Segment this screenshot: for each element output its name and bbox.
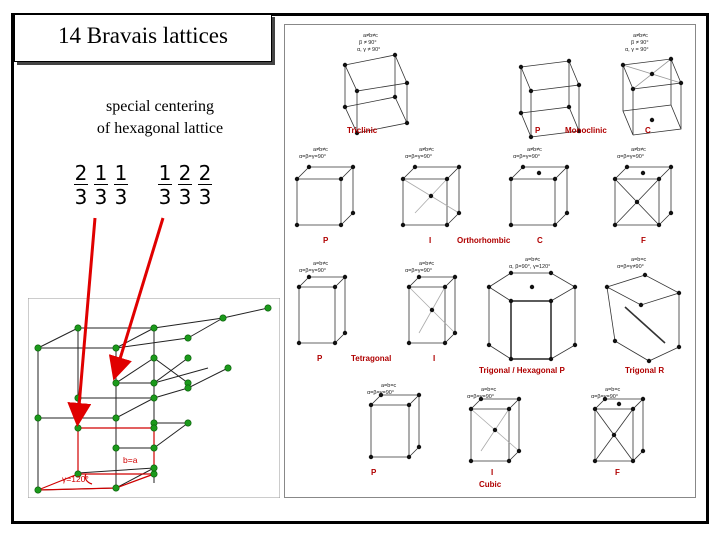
triclinic-cond-3: α, γ ≠ 90° xyxy=(357,47,380,53)
rhombo-cond-2: α=β=γ≠90° xyxy=(617,264,644,270)
label-tetragonal: Tetragonal xyxy=(351,354,391,363)
hex-cond-2: α, β=90°, γ=120° xyxy=(509,264,550,270)
numerator: 1 xyxy=(94,161,108,185)
label-cubic: Cubic xyxy=(479,480,502,489)
label-triclinic: Triclinic xyxy=(347,126,378,135)
cubic-p-cond-1: a=b=c xyxy=(381,383,397,389)
label-mono-c: C xyxy=(645,126,651,135)
bravais-lattice-chart: a≠b≠c β ≠ 90° α, γ ≠ 90° a≠b≠c β ≠ 90° α… xyxy=(284,24,696,498)
label-ortho-f: F xyxy=(641,236,646,245)
triclinic-cond-2: β ≠ 90° xyxy=(359,40,377,46)
cubic-i-cond-1: a=b=c xyxy=(481,387,497,393)
label-cubic-i: I xyxy=(491,468,493,477)
label-ortho-p: P xyxy=(323,236,329,245)
triclinic-cond-1: a≠b≠c xyxy=(363,33,378,39)
label-orthorhombic: Orthorhombic xyxy=(457,236,511,245)
label-trig-r: Trigonal R xyxy=(625,366,664,375)
ortho-f-cond-2: α=β=γ=90° xyxy=(617,154,644,160)
cubic-f-cond-2: α=β=γ=90° xyxy=(591,394,618,400)
denominator: 3 xyxy=(178,185,192,209)
numerator: 2 xyxy=(74,161,88,185)
denominator: 3 xyxy=(198,185,212,209)
label-tetra-i: I xyxy=(433,354,435,363)
ortho-i-cond-2: α=β=γ=90° xyxy=(405,154,432,160)
hex-cond-1: a=b≠c xyxy=(525,257,540,263)
title-box: 14 Bravais lattices xyxy=(14,14,272,62)
label-cubic-p: P xyxy=(371,468,377,477)
ortho-p-cond-1: a≠b≠c xyxy=(313,147,328,153)
numerator: 2 xyxy=(178,161,192,185)
denominator: 3 xyxy=(158,185,172,209)
cubic-i-cond-2: α=β=γ=90° xyxy=(467,394,494,400)
label-ortho-c: C xyxy=(537,236,543,245)
denominator: 3 xyxy=(74,185,88,209)
denominator: 3 xyxy=(94,185,108,209)
slide-title: 14 Bravais lattices xyxy=(58,23,228,48)
label-monoclinic: Monoclinic xyxy=(565,126,607,135)
label-trig-hex: Trigonal / Hexagonal P xyxy=(479,366,565,375)
tetra-i-cond-1: a=b≠c xyxy=(419,261,434,267)
caption-line-2: of hexagonal lattice xyxy=(96,120,224,137)
caption: special centering of hexagonal lattice xyxy=(60,96,260,140)
label-ortho-i: I xyxy=(429,236,431,245)
tetra-p-cond-1: a=b≠c xyxy=(313,261,328,267)
hexagonal-lattice-figure: b=a γ=120° xyxy=(28,298,280,498)
gamma-label: γ=120° xyxy=(62,474,89,484)
ortho-p-cond-2: α=β=γ=90° xyxy=(299,154,326,160)
label-tetra-p: P xyxy=(317,354,323,363)
ortho-i-cond-1: a≠b≠c xyxy=(419,147,434,153)
ortho-c-cond-1: a≠b≠c xyxy=(527,147,542,153)
rhombo-cond-1: a=b=c xyxy=(631,257,647,263)
denominator: 3 xyxy=(114,185,128,209)
ortho-c-cond-2: α=β=γ=90° xyxy=(513,154,540,160)
ortho-f-cond-1: a≠b≠c xyxy=(631,147,646,153)
caption-line-1: special centering xyxy=(106,98,214,115)
label-cubic-f: F xyxy=(615,468,620,477)
monoclinic-cond-2: β ≠ 90° xyxy=(631,40,649,46)
monoclinic-cond-3: α, γ = 90° xyxy=(625,47,649,53)
numerator: 1 xyxy=(114,161,128,185)
monoclinic-cond-1: a≠b≠c xyxy=(633,33,648,39)
label-mono-p: P xyxy=(535,126,541,135)
numerator: 1 xyxy=(158,161,172,185)
cubic-f-cond-1: a=b=c xyxy=(605,387,621,393)
b-equals-a-label: b=a xyxy=(123,455,138,465)
numerator: 2 xyxy=(198,161,212,185)
tetra-i-cond-2: α=β=γ=90° xyxy=(405,268,432,274)
slide-frame xyxy=(11,13,709,524)
cubic-p-cond-2: α=β=γ=90° xyxy=(367,390,394,396)
tetra-p-cond-2: α=β=γ=90° xyxy=(299,268,326,274)
